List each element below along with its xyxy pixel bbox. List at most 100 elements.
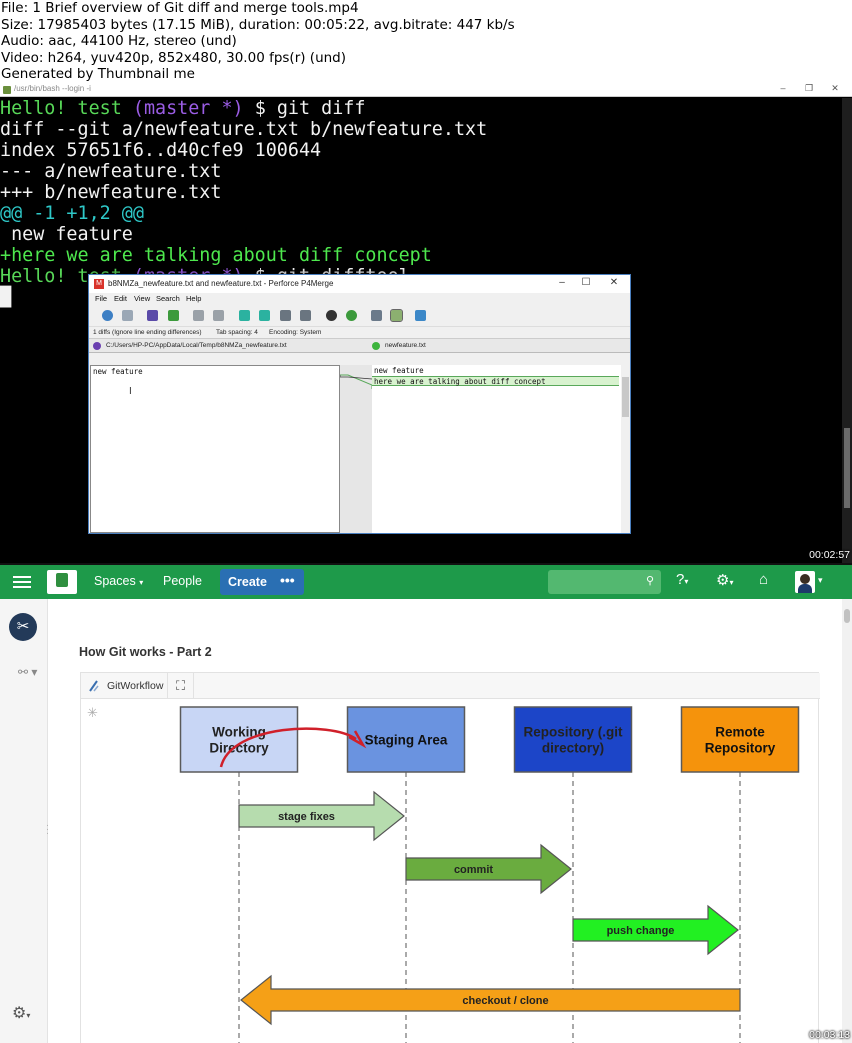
tab-spacing[interactable]: Tab spacing: 4 bbox=[216, 329, 258, 336]
prev-diff-icon[interactable] bbox=[239, 310, 250, 321]
space-settings-icon[interactable]: ⚙▾ bbox=[12, 1005, 31, 1022]
nav-people[interactable]: People bbox=[163, 574, 202, 588]
page-scrollbar[interactable] bbox=[842, 599, 852, 1043]
menu-help[interactable]: Help bbox=[186, 294, 202, 303]
message-label: checkout / clone bbox=[462, 995, 548, 1007]
find-icon[interactable] bbox=[326, 310, 337, 321]
prompt-branch: (master *) bbox=[132, 98, 244, 119]
prev-conflict-icon[interactable] bbox=[280, 310, 291, 321]
message-label: push change bbox=[607, 925, 675, 937]
nav-spaces[interactable]: Spaces ▾ bbox=[94, 574, 143, 588]
prompt-symbol: $ bbox=[254, 98, 266, 119]
space-icon[interactable]: ✂ bbox=[9, 613, 37, 641]
frame-timestamp: 00:03:13 bbox=[809, 1029, 850, 1041]
message-arrow bbox=[238, 790, 405, 842]
refresh-icon[interactable] bbox=[102, 310, 113, 321]
message-label: stage fixes bbox=[278, 811, 335, 823]
nav-spaces-label: Spaces bbox=[94, 574, 136, 588]
macro-label: GitWorkflow bbox=[107, 680, 164, 692]
gear-icon[interactable]: ⚙▾ bbox=[716, 572, 734, 589]
menu-search[interactable]: Search bbox=[156, 294, 180, 303]
restore-icon[interactable]: ❐ bbox=[804, 83, 814, 93]
fullscreen-icon[interactable]: ⛶ bbox=[167, 673, 194, 699]
video-frame-confluence: Spaces ▾ People Create ••• ⚲ ?▾ ⚙▾ ⌂ ▾ ✂… bbox=[0, 565, 852, 1043]
more-icon[interactable]: ••• bbox=[280, 572, 295, 588]
menu-file[interactable]: File bbox=[95, 294, 108, 303]
avatar[interactable] bbox=[795, 571, 815, 593]
close-icon[interactable]: ✕ bbox=[831, 83, 839, 93]
chevron-down-icon: ▾ bbox=[139, 578, 144, 587]
sidebar-resize-handle[interactable]: ··· bbox=[46, 821, 49, 839]
scrollbar-thumb[interactable] bbox=[844, 609, 850, 623]
frame-divider bbox=[0, 563, 852, 565]
site-logo[interactable] bbox=[47, 570, 77, 594]
minimize-icon[interactable]: – bbox=[559, 277, 565, 288]
create-button[interactable]: Create ••• bbox=[220, 569, 304, 595]
terminal-line: @@ -1 +1,2 @@ bbox=[0, 203, 144, 224]
undo-icon[interactable] bbox=[193, 310, 204, 321]
actor-label: Remote bbox=[715, 725, 765, 740]
scrollbar-thumb[interactable] bbox=[622, 377, 629, 417]
right-pane-scrollbar[interactable] bbox=[621, 365, 630, 533]
p4merge-file-header: C:/Users/HP-PC/AppData/Local/Temp/b8NMZa… bbox=[89, 339, 630, 353]
next-diff-icon[interactable] bbox=[259, 310, 270, 321]
diff-gutter bbox=[339, 365, 373, 533]
header-generator-line: Generated by Thumbnail me bbox=[1, 66, 195, 82]
notifications-icon[interactable]: ⌂ bbox=[759, 571, 769, 588]
terminal-app-icon bbox=[3, 86, 11, 94]
diff-layout-icon[interactable] bbox=[390, 309, 403, 322]
redo-icon[interactable] bbox=[213, 310, 224, 321]
edit-icon[interactable] bbox=[147, 310, 158, 321]
header-video-line: Video: h264, yuv420p, 852x480, 30.00 fps… bbox=[1, 49, 347, 66]
close-icon[interactable]: ✕ bbox=[609, 277, 619, 288]
page-content: How Git works - Part 2 GitWorkflow ⛶ ✳ W… bbox=[48, 599, 842, 1043]
p4merge-window-title: b8NMZa_newfeature.txt and newfeature.txt… bbox=[108, 279, 334, 288]
page-tree-icon[interactable]: ⚯ ▾ bbox=[18, 665, 38, 679]
annotation-arrowhead bbox=[348, 730, 367, 749]
header-size-line: Size: 17985403 bytes (17.15 MiB), durati… bbox=[1, 16, 515, 33]
scrollbar-thumb[interactable] bbox=[844, 428, 850, 508]
line-numbers-icon[interactable] bbox=[371, 310, 382, 321]
terminal-line: +here we are talking about diff concept bbox=[0, 245, 432, 266]
p4merge-titlebar[interactable]: M b8NMZa_newfeature.txt and newfeature.t… bbox=[89, 275, 630, 293]
search-icon: ⚲ bbox=[645, 575, 654, 587]
search-input[interactable]: ⚲ bbox=[548, 570, 661, 594]
find-next-icon[interactable] bbox=[346, 310, 357, 321]
frame-timestamp: 00:02:57 bbox=[809, 549, 850, 561]
help-icon[interactable]: ?▾ bbox=[676, 571, 689, 588]
chevron-down-icon[interactable]: ▾ bbox=[818, 575, 823, 585]
encoding[interactable]: Encoding: System bbox=[269, 329, 322, 336]
terminal-cursor: █ bbox=[0, 287, 12, 308]
space-sidebar: ✂ ⚯ ▾ ··· ⚙▾ bbox=[0, 599, 49, 1043]
diff-count: 1 diffs (Ignore line ending differences) bbox=[93, 329, 202, 336]
left-file-icon bbox=[93, 342, 101, 350]
menu-icon[interactable] bbox=[13, 573, 31, 591]
terminal-line: --- a/newfeature.txt bbox=[0, 161, 222, 182]
menu-view[interactable]: View bbox=[134, 294, 151, 303]
page-title: How Git works - Part 2 bbox=[79, 645, 212, 659]
message-arrow bbox=[405, 843, 572, 895]
right-file-icon bbox=[372, 342, 380, 350]
p4merge-statusbar: 1 diffs (Ignore line ending differences)… bbox=[89, 327, 630, 339]
terminal-titlebar[interactable]: /usr/bin/bash --login -i – ❐ ✕ bbox=[0, 83, 852, 97]
terminal-scrollbar[interactable] bbox=[842, 98, 852, 563]
next-conflict-icon[interactable] bbox=[300, 310, 311, 321]
actor-label: Directory bbox=[209, 741, 269, 756]
right-line: new feature bbox=[374, 366, 424, 375]
minimize-icon[interactable]: – bbox=[780, 83, 786, 93]
actor-label: Repository (.git bbox=[523, 725, 623, 740]
accept-icon[interactable] bbox=[168, 310, 179, 321]
terminal-line: +++ b/newfeature.txt bbox=[0, 182, 222, 203]
menu-edit[interactable]: Edit bbox=[114, 294, 127, 303]
maximize-icon[interactable]: ☐ bbox=[581, 277, 591, 288]
compare-icon[interactable] bbox=[415, 310, 426, 321]
header-audio-line: Audio: aac, 44100 Hz, stereo (und) bbox=[1, 33, 237, 49]
confluence-navbar: Spaces ▾ People Create ••• ⚲ ?▾ ⚙▾ ⌂ ▾ bbox=[0, 565, 852, 599]
text-cursor-icon: I bbox=[129, 386, 132, 397]
save-icon[interactable] bbox=[122, 310, 133, 321]
left-pane[interactable]: new feature I bbox=[90, 365, 340, 533]
right-pane[interactable]: new feature here we are talking about di… bbox=[372, 365, 621, 533]
command-text: git diff bbox=[276, 98, 366, 119]
create-button-label: Create bbox=[228, 575, 267, 589]
